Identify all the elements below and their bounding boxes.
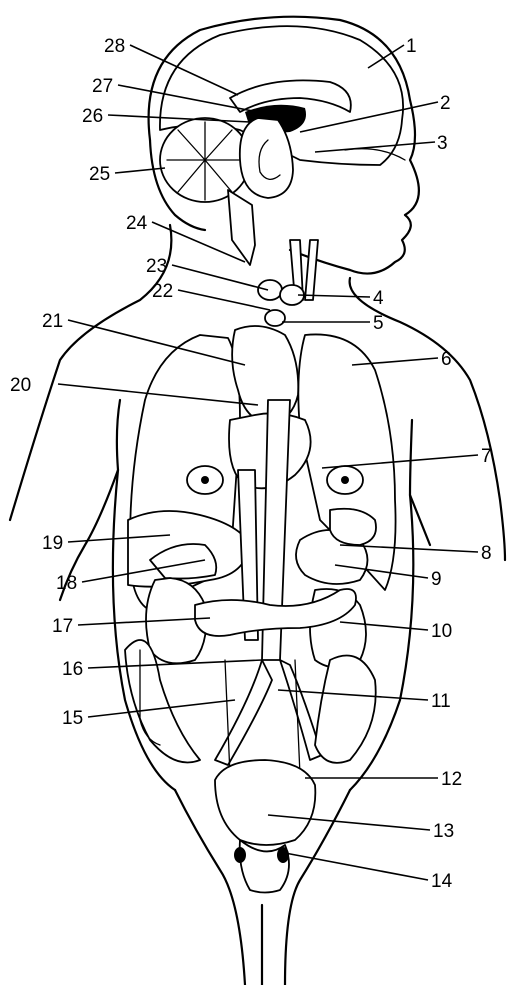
label-8: 8 [481, 543, 492, 564]
leader-16 [87, 659, 263, 669]
label-25: 25 [89, 164, 110, 185]
label-3: 3 [437, 133, 448, 154]
label-5: 5 [373, 313, 384, 334]
leader-24 [151, 221, 246, 263]
label-18: 18 [56, 573, 77, 594]
leader-9 [334, 564, 429, 579]
leader-22 [177, 289, 271, 311]
leader-3 [314, 141, 436, 153]
leader-2 [299, 101, 439, 133]
label-4: 4 [373, 288, 384, 309]
leader-8 [339, 544, 479, 553]
leader-4 [297, 294, 371, 298]
label-6: 6 [441, 349, 452, 370]
leader-18 [81, 559, 206, 583]
cerebellum-folia [166, 121, 246, 201]
leader-7 [321, 454, 479, 469]
leader-19 [67, 534, 171, 543]
leader-6 [351, 357, 439, 366]
label-14: 14 [431, 871, 453, 892]
leader-lines [57, 44, 479, 881]
label-7: 7 [481, 446, 492, 467]
leader-17 [77, 617, 211, 626]
label-22: 22 [152, 281, 173, 302]
leader-1 [367, 44, 405, 69]
neck-organs [257, 239, 319, 327]
leader-15 [87, 699, 236, 718]
leader-28 [129, 44, 239, 96]
pancreas [194, 588, 357, 637]
stomach [295, 507, 377, 585]
label-26: 26 [82, 106, 103, 127]
label-15: 15 [62, 708, 83, 729]
label-11: 11 [431, 691, 451, 712]
body-outline [8, 15, 507, 985]
label-2: 2 [440, 93, 451, 114]
label-28: 28 [104, 36, 125, 57]
label-24: 24 [126, 213, 148, 234]
labels: 1 2 3 4 5 6 7 8 9 10 11 12 13 14 15 16 1… [10, 36, 492, 892]
leader-11 [277, 689, 429, 701]
label-21: 21 [42, 311, 63, 332]
urinary-system [214, 659, 317, 894]
leader-21 [67, 319, 246, 366]
label-1: 1 [406, 36, 417, 57]
label-9: 9 [431, 569, 442, 590]
label-19: 19 [42, 533, 63, 554]
leader-13 [267, 814, 431, 831]
intestines [124, 639, 377, 764]
leader-23 [171, 264, 269, 291]
label-13: 13 [433, 821, 454, 842]
great-vessels [214, 399, 323, 766]
leader-27 [117, 84, 259, 113]
label-27: 27 [92, 76, 113, 97]
leader-26 [107, 114, 251, 123]
leader-25 [114, 167, 166, 174]
label-20: 20 [10, 375, 31, 396]
label-12: 12 [441, 769, 462, 790]
leader-20 [57, 383, 259, 406]
label-23: 23 [146, 256, 167, 277]
label-16: 16 [62, 659, 83, 680]
brain [159, 25, 406, 266]
leader-14 [284, 852, 429, 881]
label-10: 10 [431, 621, 452, 642]
leader-10 [339, 621, 429, 631]
label-17: 17 [52, 616, 73, 637]
